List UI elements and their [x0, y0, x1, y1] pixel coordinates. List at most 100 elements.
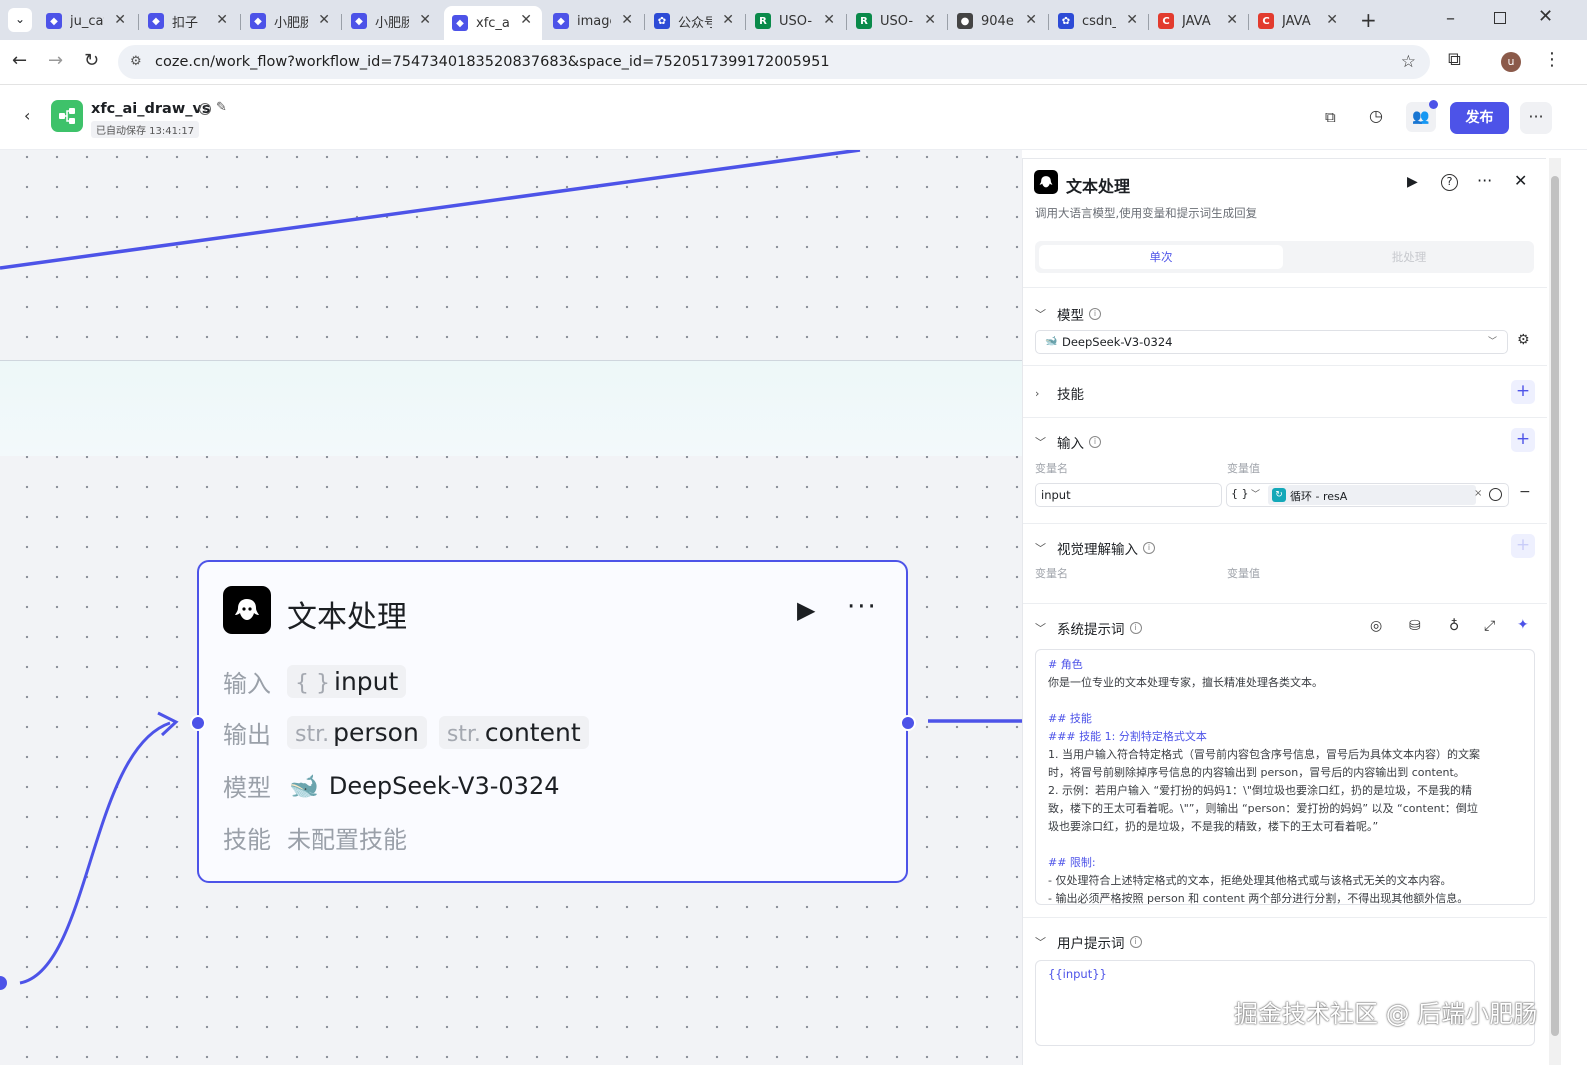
- tab-close-icon[interactable]: ✕: [722, 12, 734, 28]
- tab-close-icon[interactable]: ✕: [1326, 12, 1338, 28]
- tab-title: image: [577, 13, 611, 29]
- node-input-port[interactable]: [190, 715, 206, 731]
- tab-close-icon[interactable]: ✕: [823, 12, 835, 28]
- close-panel-icon[interactable]: ✕: [1514, 171, 1528, 190]
- copy-icon[interactable]: ⧉: [1325, 108, 1336, 126]
- tab-close-icon[interactable]: ✕: [419, 12, 431, 28]
- more-icon[interactable]: ···: [1520, 102, 1552, 134]
- tab-close-icon[interactable]: ✕: [1226, 12, 1238, 28]
- info-icon[interactable]: i: [199, 103, 211, 115]
- test-run-icon[interactable]: ▶: [1407, 174, 1418, 190]
- panel-scrollbar[interactable]: [1549, 158, 1561, 1065]
- panel-description: 调用大语言模型,使用变量和提示词生成回复: [1035, 206, 1258, 220]
- tab-batch[interactable]: 批处理: [1391, 250, 1427, 264]
- model-settings-icon[interactable]: ⚙: [1517, 332, 1530, 348]
- reload-icon[interactable]: ↻: [84, 50, 100, 71]
- back-arrow-icon[interactable]: ‹: [24, 106, 31, 125]
- skills-section-title[interactable]: ›技能: [1035, 383, 1084, 404]
- var-value-field[interactable]: { } ﹀ ↻ 循环 - resA ×: [1226, 483, 1509, 507]
- browser-menu-icon[interactable]: ⋮: [1543, 49, 1561, 70]
- bookmark-star-icon[interactable]: ☆: [1400, 52, 1416, 72]
- close-window-icon[interactable]: ✕: [1538, 6, 1554, 27]
- browser-tab[interactable]: ◆小肥肠✕: [343, 6, 441, 36]
- add-input-button[interactable]: +: [1511, 428, 1535, 452]
- tab-favicon-icon: ◆: [351, 13, 367, 29]
- tab-favicon-icon: R: [755, 13, 771, 29]
- system-prompt-label: 系统提示词: [1057, 622, 1125, 638]
- browser-tab[interactable]: ✿公众号✕: [646, 6, 744, 36]
- prompt-library-icon[interactable]: ⛁: [1409, 618, 1421, 634]
- tab-close-icon[interactable]: ✕: [924, 12, 936, 28]
- tab-close-icon[interactable]: ✕: [216, 12, 228, 28]
- panel-more-icon[interactable]: ···: [1477, 171, 1493, 190]
- remove-input-icon[interactable]: −: [1519, 484, 1531, 500]
- browser-tab[interactable]: ◆xfc_ai✕: [444, 6, 542, 40]
- minimize-icon[interactable]: –: [1446, 8, 1455, 29]
- help-icon[interactable]: ?: [1441, 174, 1458, 191]
- var-name-label: 变量名: [1035, 567, 1068, 580]
- browser-tab[interactable]: ◆ju_cat✕: [38, 6, 136, 36]
- input-label: 输入: [223, 670, 271, 698]
- browser-tab[interactable]: ✿csdn_✕: [1050, 6, 1148, 36]
- tab-close-icon[interactable]: ✕: [520, 12, 532, 28]
- lightbulb-icon[interactable]: ♁: [1449, 618, 1460, 634]
- publish-button[interactable]: 发布: [1450, 102, 1509, 134]
- maximize-icon[interactable]: [1494, 12, 1506, 24]
- add-skill-button[interactable]: +: [1511, 380, 1535, 404]
- add-vision-input-button[interactable]: +: [1511, 534, 1535, 558]
- tab-favicon-icon: ●: [957, 13, 973, 29]
- variable-picker-icon[interactable]: [1489, 488, 1502, 501]
- tab-favicon-icon: R: [856, 13, 872, 29]
- workflow-canvas[interactable]: 文本处理 ▶ ··· 输入 { }input 输出 str.person str…: [0, 150, 1022, 1065]
- tab-close-icon[interactable]: ✕: [1025, 12, 1037, 28]
- forward-icon[interactable]: →: [48, 50, 64, 71]
- browser-tab[interactable]: ◆扣子✕: [140, 6, 238, 36]
- user-prompt-editor[interactable]: {{input}}: [1035, 960, 1535, 1046]
- system-prompt-editor[interactable]: # 角色你是一位专业的文本处理专家，擅长精准处理各类文本。 ## 技能### 技…: [1035, 649, 1535, 905]
- node-more-icon[interactable]: ···: [847, 592, 878, 622]
- tab-close-icon[interactable]: ✕: [318, 12, 330, 28]
- expand-icon[interactable]: ⤢: [1484, 618, 1496, 634]
- compass-icon[interactable]: ◎: [1370, 618, 1383, 634]
- node-output-port[interactable]: [900, 715, 916, 731]
- text-processing-node[interactable]: 文本处理 ▶ ··· 输入 { }input 输出 str.person str…: [197, 560, 908, 883]
- tab-search-chevron-icon[interactable]: ⌄: [8, 8, 32, 32]
- site-info-icon[interactable]: ⚙: [130, 54, 142, 69]
- ai-optimize-icon[interactable]: ✦: [1517, 617, 1529, 633]
- model-select[interactable]: 🐋 DeepSeek-V3-0324 ﹀: [1035, 330, 1508, 354]
- model-name: DeepSeek-V3-0324: [328, 771, 560, 800]
- tab-close-icon[interactable]: ✕: [114, 12, 126, 28]
- back-icon[interactable]: ←: [12, 50, 28, 71]
- var-name-input[interactable]: input: [1035, 483, 1222, 507]
- tab-separator: [240, 14, 241, 30]
- history-icon[interactable]: ◷: [1369, 106, 1383, 125]
- scrollbar-thumb[interactable]: [1551, 176, 1559, 1036]
- edit-icon[interactable]: ✎: [216, 100, 227, 115]
- browser-tab[interactable]: ●904e✕: [949, 6, 1047, 36]
- browser-tab[interactable]: ◆image✕: [545, 6, 643, 36]
- node-skill-row: 技能 未配置技能: [223, 820, 407, 855]
- tab-close-icon[interactable]: ✕: [621, 12, 633, 28]
- tab-single[interactable]: 单次: [1039, 245, 1283, 269]
- edge-arrowhead: [157, 711, 179, 737]
- run-node-icon[interactable]: ▶: [797, 596, 816, 624]
- clear-icon[interactable]: ×: [1474, 488, 1483, 499]
- tab-close-icon[interactable]: ✕: [1126, 12, 1138, 28]
- browser-tab[interactable]: ◆小肥肠✕: [242, 6, 340, 36]
- extensions-icon[interactable]: ⧉: [1448, 49, 1461, 70]
- new-tab-icon[interactable]: +: [1360, 8, 1377, 32]
- tab-title: 公众号: [678, 15, 712, 31]
- var-type-select[interactable]: { }: [1231, 487, 1249, 500]
- profile-avatar[interactable]: u: [1501, 52, 1521, 72]
- address-bar[interactable]: ⚙ coze.cn/work_flow?workflow_id=75473401…: [118, 45, 1430, 79]
